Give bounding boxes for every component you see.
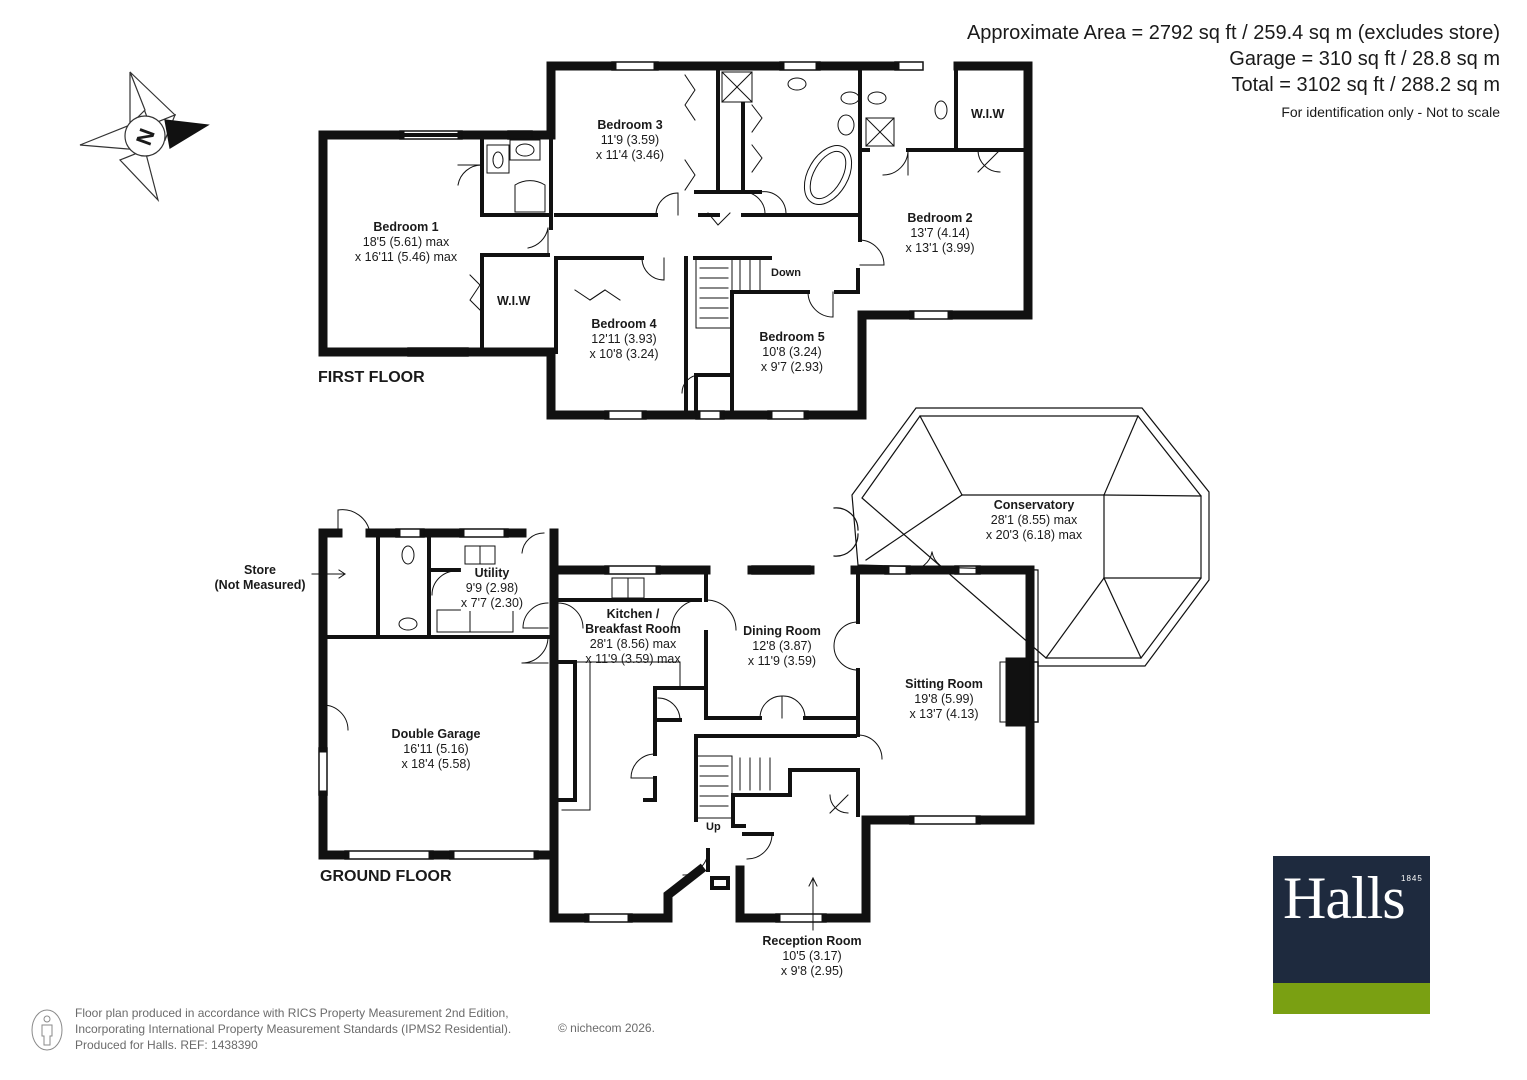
room-dimension: x 13'1 (3.99) [905, 241, 975, 255]
room-name: Breakfast Room [585, 622, 681, 636]
room-dimension: x 18'4 (5.58) [401, 757, 471, 771]
room-label-store: Store (Not Measured) [215, 563, 306, 593]
room-label-kitchen: Kitchen / Breakfast Room 28'1 (8.56) max… [585, 607, 681, 667]
room-name: Dining Room [743, 624, 821, 638]
room-label-double-garage: Double Garage 16'11 (5.16) x 18'4 (5.58) [392, 727, 481, 772]
room-name: Bedroom 5 [759, 330, 825, 344]
room-dimension: 11'9 (3.59) [600, 133, 660, 147]
stairs-up-label: Up [706, 821, 721, 833]
footer-text: Floor plan produced in accordance with R… [75, 1005, 511, 1053]
logo-wordmark: Halls [1283, 865, 1406, 931]
room-label-sitting-room: Sitting Room 19'8 (5.99) x 13'7 (4.13) [905, 677, 983, 722]
room-label-conservatory: Conservatory 28'1 (8.55) max x 20'3 (6.1… [986, 498, 1082, 543]
ground-floor-label: GROUND FLOOR [320, 868, 452, 885]
room-dimension: 9'9 (2.98) [465, 581, 519, 595]
logo-bottom-bar [1273, 983, 1430, 1014]
room-dimension: 12'11 (3.93) [591, 332, 657, 346]
room-dimension: 16'11 (5.16) [403, 742, 469, 756]
room-dimension: x 20'3 (6.18) max [985, 528, 1083, 542]
room-dimension: x 11'9 (3.59) [747, 654, 817, 668]
person-icon [31, 1009, 63, 1051]
room-name: Reception Room [762, 934, 862, 948]
room-name: Store [244, 563, 276, 577]
room-dimension: x 7'7 (2.30) [460, 596, 524, 610]
compass-rose [79, 71, 210, 203]
approximate-area-text: Approximate Area = 2792 sq ft / 259.4 sq… [966, 22, 1500, 44]
room-name: Kitchen / [606, 607, 660, 621]
room-name: Bedroom 3 [597, 118, 663, 132]
room-dimension: 10'8 (3.24) [762, 345, 822, 359]
room-label-bedroom-3: Bedroom 3 11'9 (3.59) x 11'4 (3.46) [596, 118, 664, 163]
room-dimension: x 11'4 (3.46) [595, 148, 665, 162]
room-dimension: (Not Measured) [214, 578, 306, 592]
room-dimension: 19'8 (5.99) [914, 692, 974, 706]
first-floor-label: FIRST FLOOR [318, 369, 425, 386]
first-floor-inner-walls [321, 68, 1025, 412]
walk-in-wardrobe-label-1: W.I.W [497, 294, 531, 308]
logo-top-panel [1273, 856, 1430, 983]
total-area-text: Total = 3102 sq ft / 288.2 sq m [1231, 74, 1501, 96]
room-label-utility: Utility 9'9 (2.98) x 7'7 (2.30) [460, 566, 524, 611]
footer-line: Produced for Halls. REF: 1438390 [75, 1038, 258, 1052]
copyright-text: © nichecom 2026. [558, 1021, 655, 1035]
logo-year: 1845 [1401, 874, 1423, 883]
room-dimension: x 16'11 (5.46) max [354, 250, 458, 264]
room-dimension: x 9'8 (2.95) [780, 964, 844, 978]
room-dimension: x 11'9 (3.59) max [585, 652, 681, 666]
room-dimension: 28'1 (8.55) max [990, 513, 1078, 527]
room-dimension: 13'7 (4.14) [910, 226, 970, 240]
room-label-dining-room: Dining Room 12'8 (3.87) x 11'9 (3.59) [743, 624, 821, 669]
room-dimension: 10'5 (3.17) [782, 949, 842, 963]
ground-floor-windows [318, 528, 1039, 923]
room-name: Utility [474, 566, 510, 580]
room-name: Bedroom 1 [373, 220, 439, 234]
footer-line: Floor plan produced in accordance with R… [75, 1006, 509, 1020]
ground-floor-doors [311, 509, 1009, 931]
room-dimension: x 9'7 (2.93) [760, 360, 824, 374]
room-label-bedroom-1: Bedroom 1 18'5 (5.61) max x 16'11 (5.46)… [355, 220, 457, 265]
room-label-bedroom-4: Bedroom 4 12'11 (3.93) x 10'8 (3.24) [589, 317, 658, 362]
room-name: Bedroom 4 [591, 317, 657, 331]
room-dimension: 18'5 (5.61) max [362, 235, 450, 249]
first-floor-doors [457, 71, 1001, 394]
footer-line: Incorporating International Property Mea… [75, 1022, 512, 1036]
room-dimension: 28'1 (8.56) max [589, 637, 677, 651]
room-name: Conservatory [993, 498, 1075, 512]
room-name: Sitting Room [905, 677, 983, 691]
garage-area-text: Garage = 310 sq ft / 28.8 sq m [1229, 48, 1500, 70]
first-floor-windows [399, 61, 953, 420]
walk-in-wardrobe-label-2: W.I.W [971, 107, 1005, 121]
room-label-bedroom-5: Bedroom 5 10'8 (3.24) x 9'7 (2.93) [759, 330, 824, 375]
room-label-bedroom-2: Bedroom 2 13'7 (4.14) x 13'1 (3.99) [905, 211, 974, 256]
stairs-down-label: Down [771, 267, 801, 279]
halls-logo: Halls 1845 [1273, 856, 1430, 1014]
room-dimension: 12'8 (3.87) [752, 639, 812, 653]
room-dimension: x 13'7 (4.13) [909, 707, 979, 721]
identification-note: For identification only - Not to scale [1281, 104, 1500, 120]
room-dimension: x 10'8 (3.24) [589, 347, 659, 361]
room-label-reception-room: Reception Room 10'5 (3.17) x 9'8 (2.95) [762, 934, 861, 979]
room-name: Double Garage [391, 727, 481, 741]
ground-floor-inner-walls [321, 535, 860, 890]
room-name: Bedroom 2 [907, 211, 973, 225]
